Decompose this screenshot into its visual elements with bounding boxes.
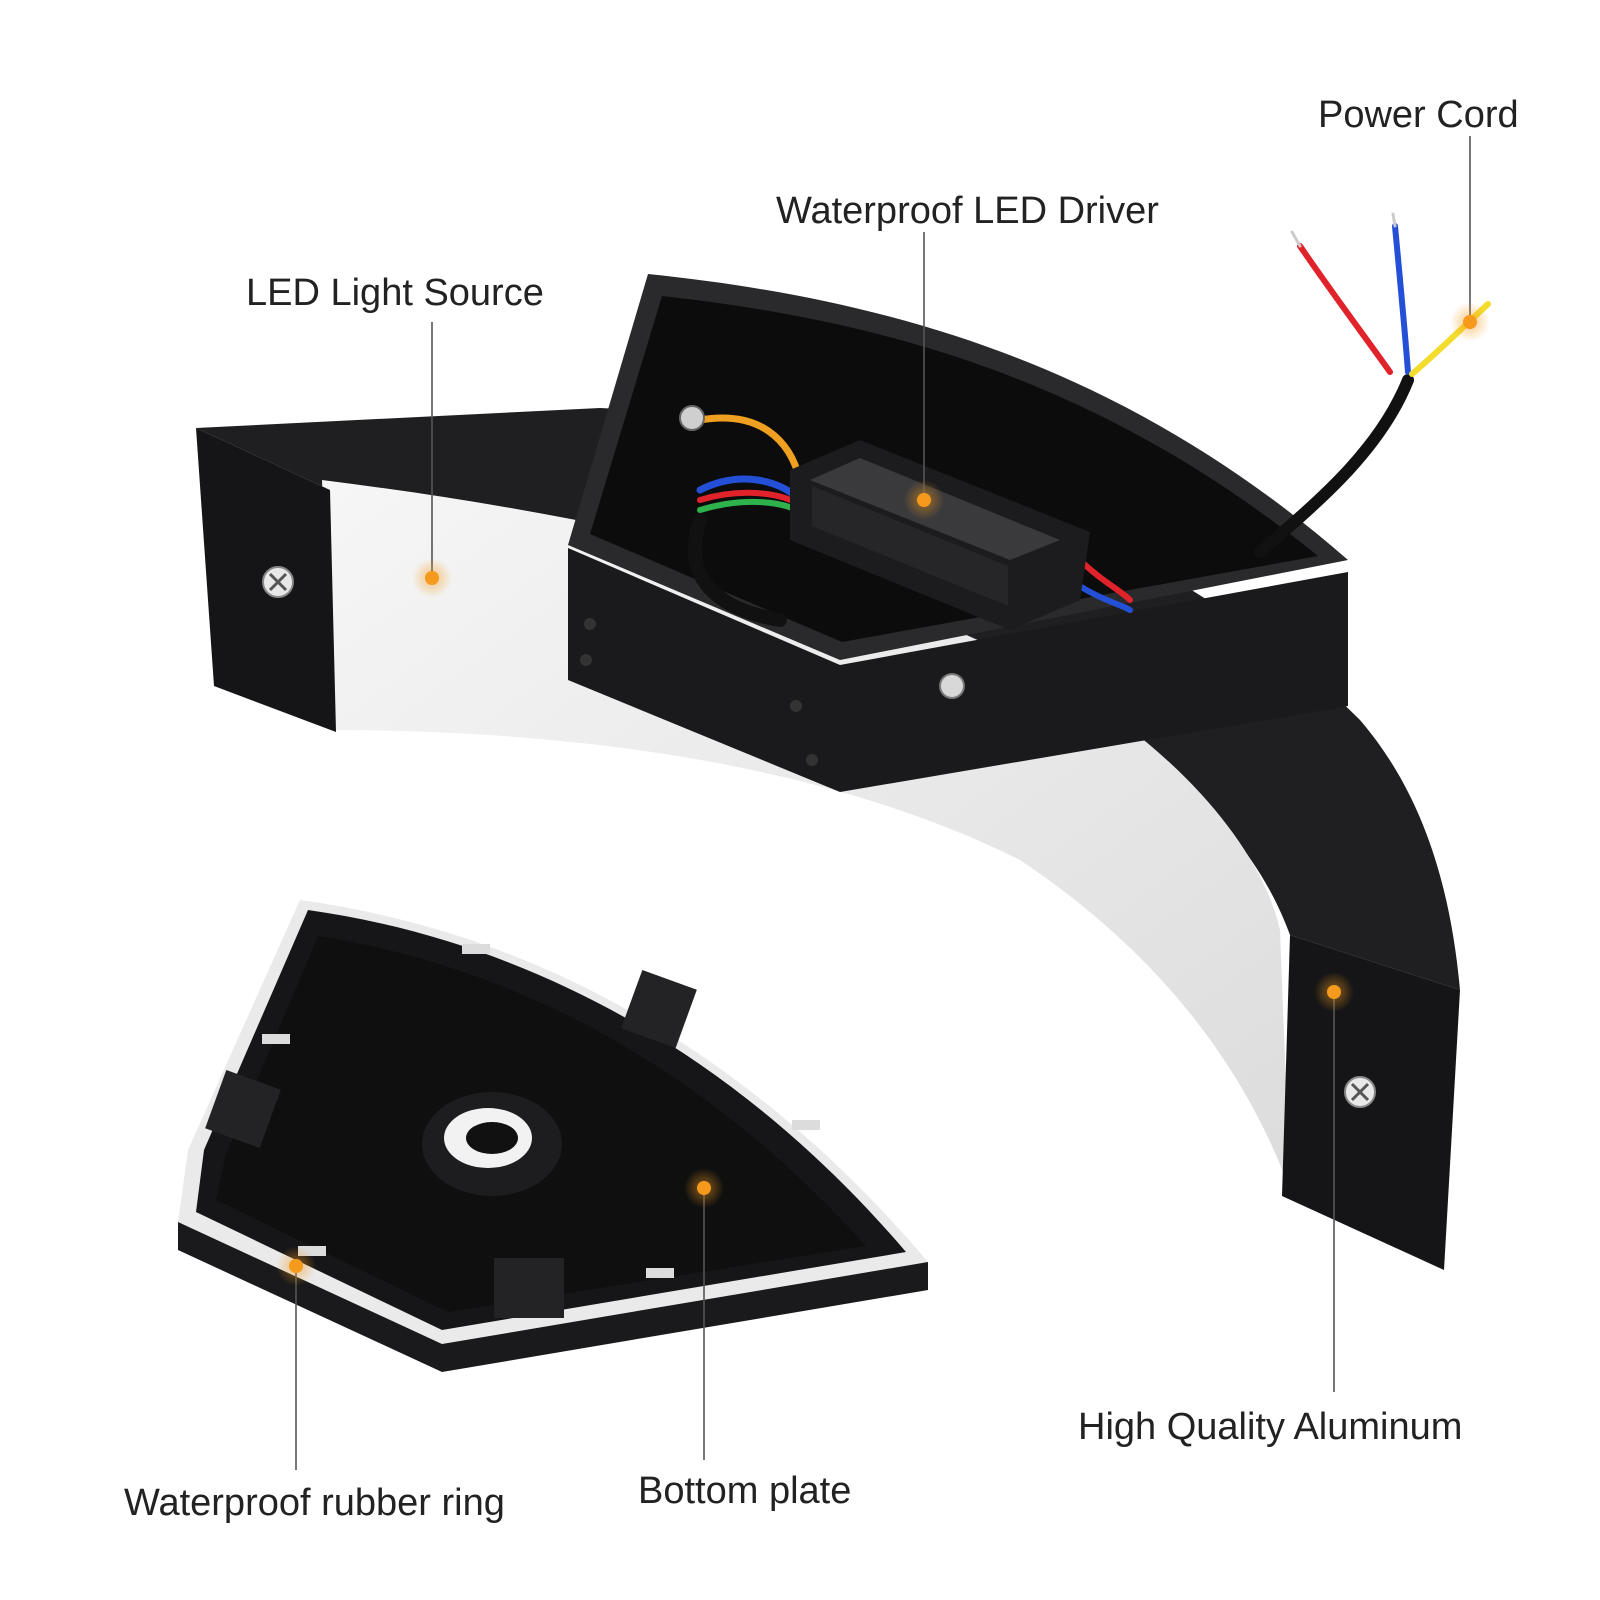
- driver-box-interior: [590, 296, 1318, 642]
- marker-bottom-plate: [697, 1181, 711, 1195]
- label-led-light-source: LED Light Source: [246, 272, 544, 314]
- label-bottom-plate: Bottom plate: [638, 1470, 852, 1512]
- driver-box-walls: [568, 548, 1348, 792]
- bottom-plate-part: [178, 900, 928, 1372]
- marker-aluminum: [1327, 985, 1341, 999]
- label-rubber-ring: Waterproof rubber ring: [124, 1482, 505, 1524]
- driver-housing: [568, 274, 1348, 792]
- label-power-cord: Power Cord: [1318, 94, 1519, 136]
- plate-sides: [178, 1222, 928, 1372]
- label-aluminum: High Quality Aluminum: [1078, 1406, 1463, 1448]
- marker-led-driver: [917, 493, 931, 507]
- power-cord: [1254, 212, 1491, 558]
- label-led-driver: Waterproof LED Driver: [776, 190, 1159, 232]
- marker-power-cord: [1463, 315, 1477, 329]
- marker-rubber-ring: [289, 1259, 303, 1273]
- marker-light-source: [425, 571, 439, 585]
- leader-lines: [295, 136, 1471, 1470]
- led-diffuser: [322, 480, 1290, 1190]
- callout-markers: [276, 302, 1490, 1286]
- driver-box-screw: [939, 673, 965, 699]
